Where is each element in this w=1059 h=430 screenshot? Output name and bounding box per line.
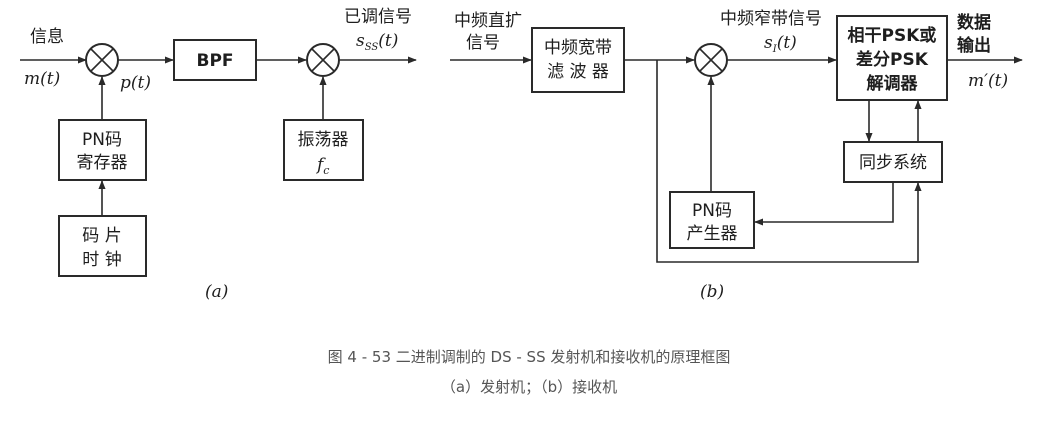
sync-system-label: 同步系统	[859, 153, 927, 173]
pn-generator-block	[669, 191, 755, 249]
tx-subfigure-label: (a)	[205, 282, 228, 302]
tx-input-signal: m(t)	[24, 69, 60, 89]
sync-to-pn-arrow	[754, 182, 894, 226]
demodulator-label-2: 差分PSK	[856, 49, 929, 70]
figure-subcaption: （a）发射机；（b）接收机	[441, 378, 617, 396]
transmitter-diagram: 信息 m(t) p(t) BPF 已调信号 sSS(t) PN码	[20, 7, 417, 302]
figure-caption: 图 4 - 53 二进制调制的 DS - SS 发射机和接收机的原理框图	[328, 348, 731, 366]
pn-register-block	[58, 119, 147, 181]
rx-subfigure-label: (b)	[700, 282, 724, 302]
oscillator-label: 振荡器	[298, 130, 349, 150]
bpf-label: BPF	[196, 51, 233, 71]
tx-output-label: 已调信号	[344, 7, 412, 27]
sync-system-block	[843, 141, 943, 183]
receiver-diagram: 中频直扩 信号 中频宽带 滤 波 器 中频窄带信号 sI(t) 相干PSK或 差…	[450, 9, 1023, 302]
wideband-filter-block	[531, 27, 625, 93]
rx-narrowband-label: 中频窄带信号	[720, 9, 822, 29]
rx-output-label-1: 数据	[957, 12, 991, 33]
tx-multiplier-1	[85, 43, 119, 77]
pn-register-label-1: PN码	[82, 130, 122, 150]
chip-clock-block	[58, 215, 147, 277]
rx-narrowband-signal: sI(t)	[764, 33, 797, 55]
pn-generator-label-1: PN码	[692, 201, 732, 221]
feedback-loop-arrow	[656, 60, 922, 263]
pn-register-label-2: 寄存器	[77, 153, 128, 173]
chip-clock-label-1: 码 片	[82, 226, 121, 246]
rx-output-signal: m′(t)	[968, 71, 1008, 91]
pn-generator-label-2: 产生器	[687, 224, 738, 244]
oscillator-frequency: fc	[315, 155, 329, 177]
tx-input-label: 信息	[30, 27, 64, 47]
chip-clock-label-2: 时 钟	[82, 250, 121, 270]
demodulator-label-1: 相干PSK或	[848, 25, 937, 46]
bpf-block	[173, 39, 257, 81]
oscillator-block	[283, 119, 364, 181]
wideband-filter-label-1: 中频宽带	[544, 38, 612, 58]
rx-input-label-2: 信号	[466, 33, 500, 53]
rx-input-label-1: 中频直扩	[454, 11, 522, 31]
wideband-filter-label-2: 滤 波 器	[547, 62, 609, 82]
tx-multiplier-2	[306, 43, 340, 77]
rx-multiplier	[694, 43, 728, 77]
psk-demodulator-block	[836, 15, 948, 101]
tx-spread-signal: p(t)	[120, 73, 151, 93]
demodulator-label-3: 解调器	[867, 73, 919, 94]
rx-output-label-2: 输出	[957, 35, 991, 56]
tx-output-signal: sSS(t)	[356, 31, 398, 53]
